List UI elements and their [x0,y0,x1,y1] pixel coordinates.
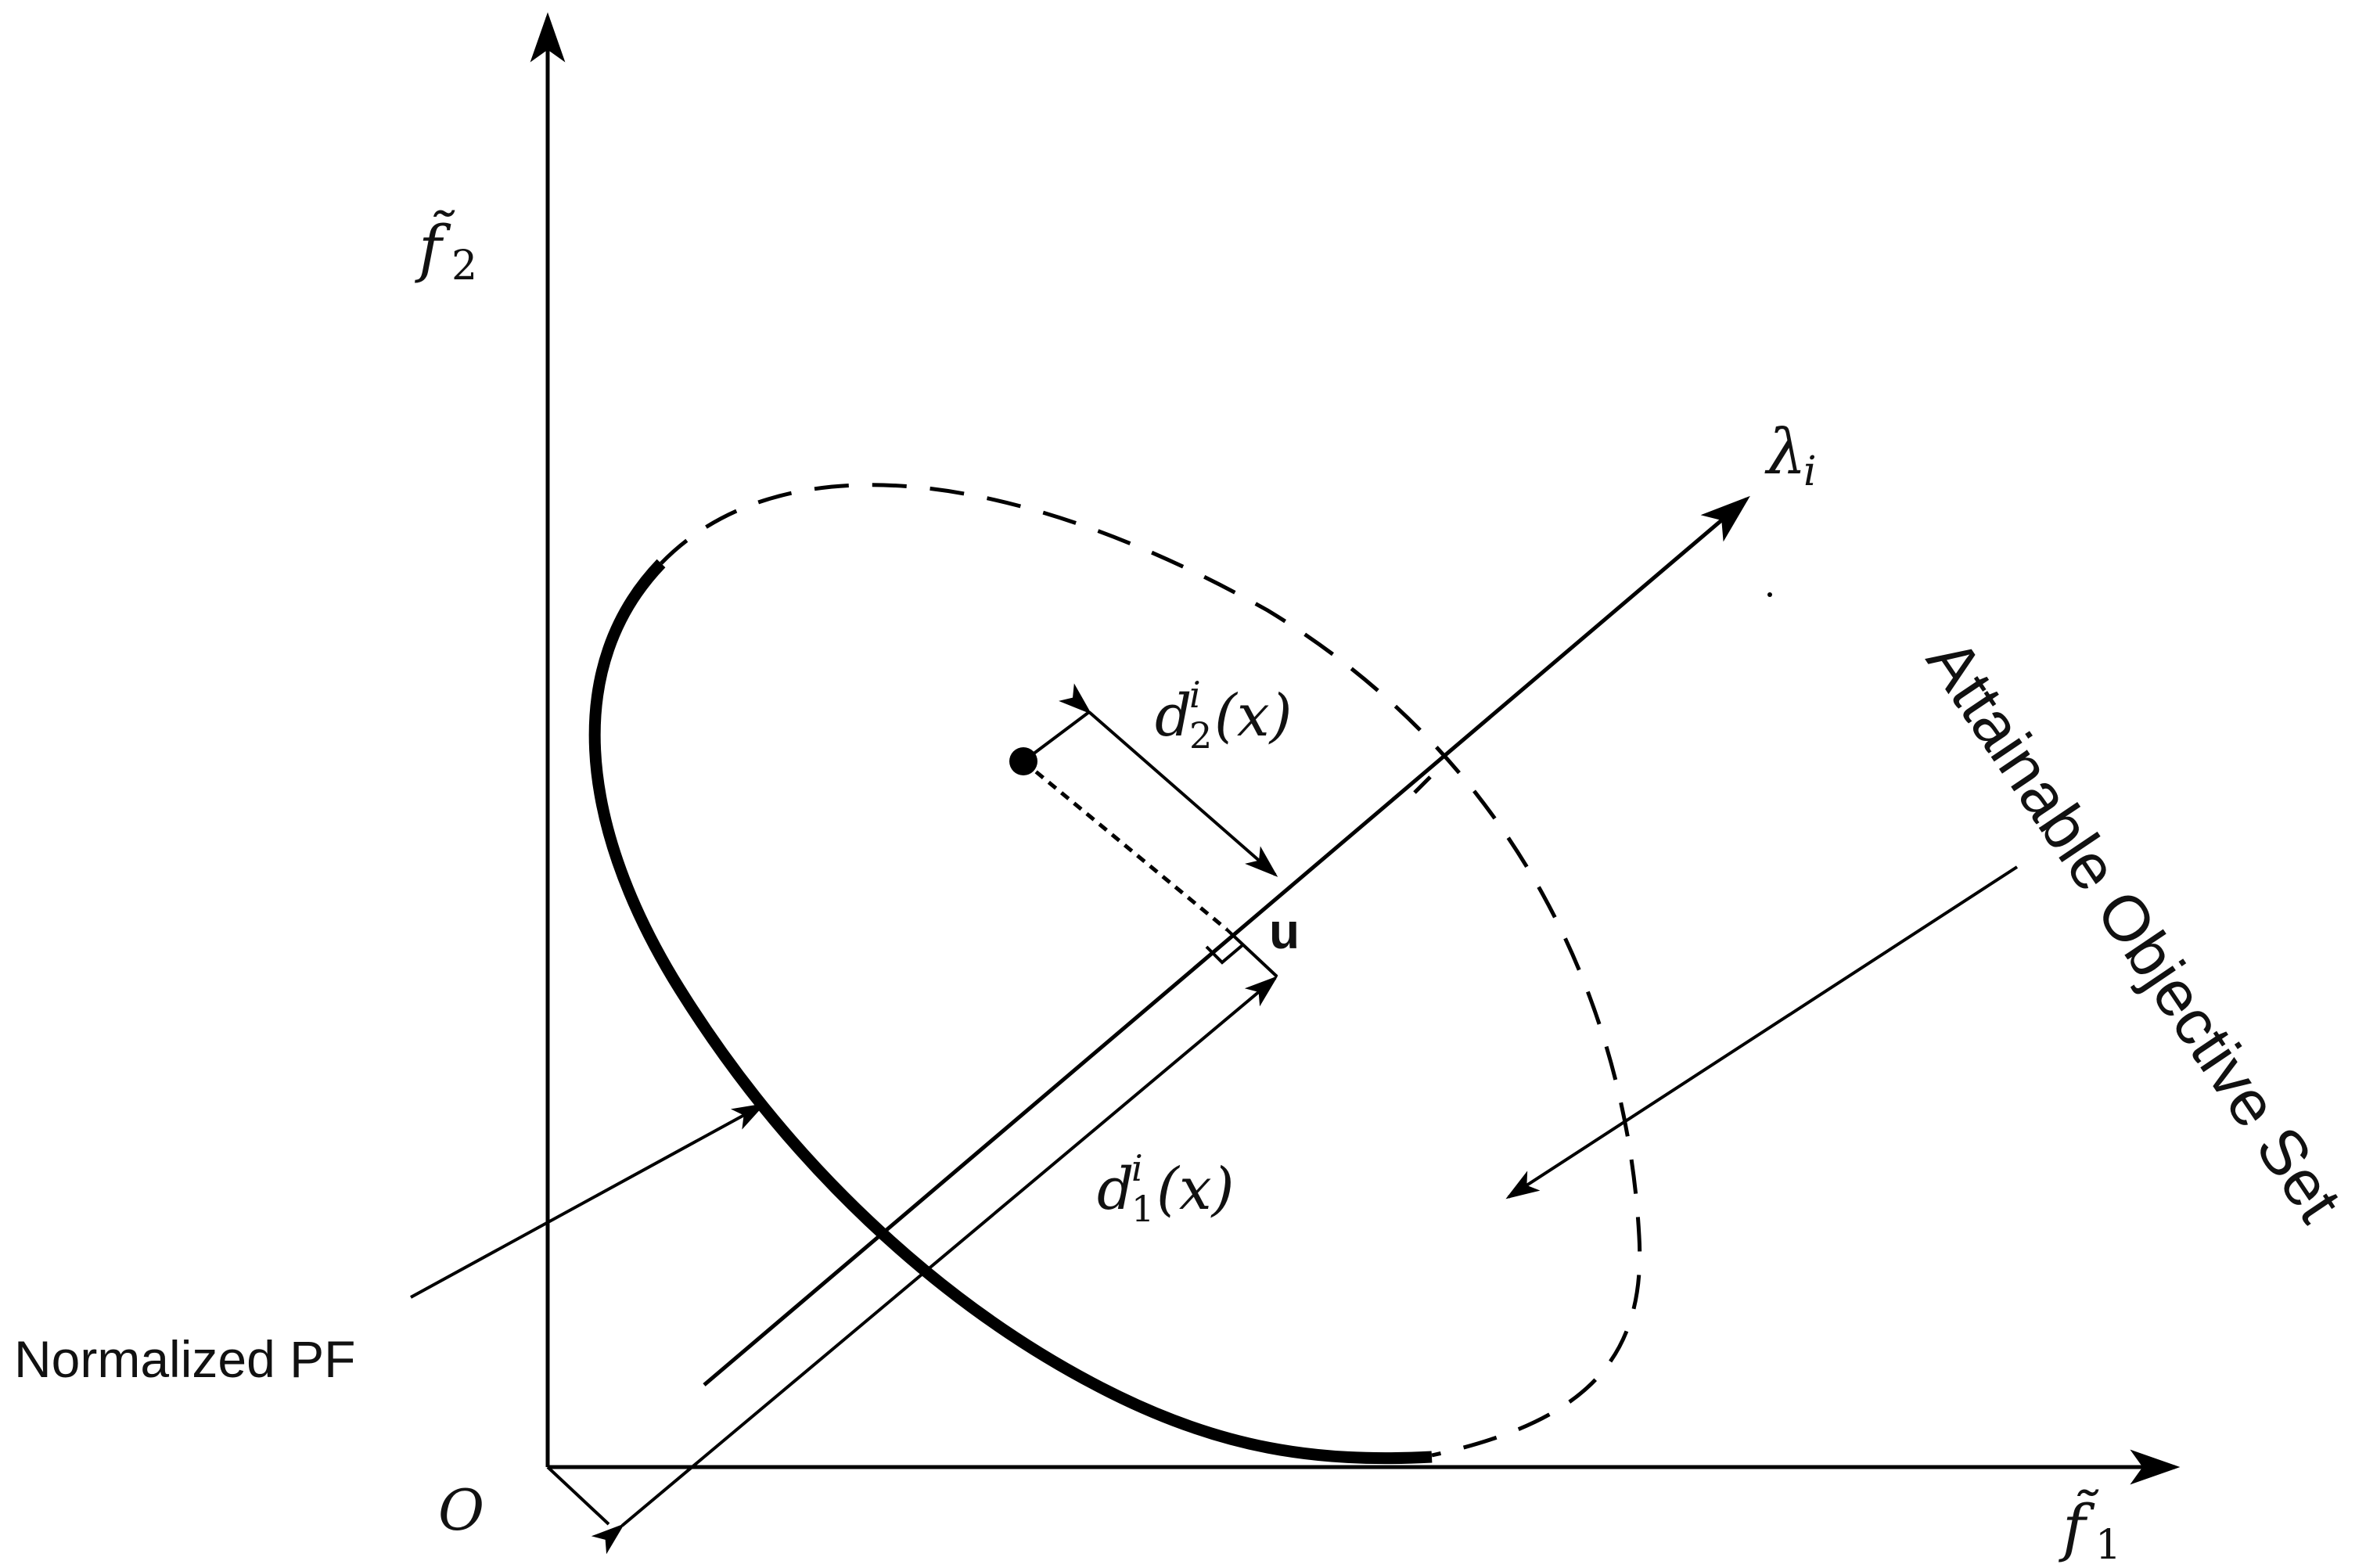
perpendicular-dotted [1022,760,1228,931]
svg-text:f̃: f̃ [2059,1489,2099,1564]
origin-label: O [438,1477,484,1543]
attainable-set-boundary-dashed [660,483,1642,1458]
svg-text:(x): (x) [1214,682,1292,750]
svg-text:f̃: f̃ [415,210,455,285]
attainable-label: Attainable Objective Set [1913,627,2355,1235]
d1-label: d i 1 (x) [1097,1147,1234,1230]
weight-vector-label: λ i [1764,415,1817,495]
pf-label: Normalized PF [14,1330,355,1388]
svg-text:i: i [1189,674,1201,716]
svg-text:2: 2 [451,243,477,290]
boundary-intersection-tick [1413,775,1432,794]
svg-text:i: i [1131,1147,1143,1189]
pf-pointer-arrow [410,1102,766,1299]
right-angle-marker [1205,944,1244,965]
svg-text:2: 2 [1189,714,1212,757]
svg-text:(x): (x) [1156,1156,1234,1223]
y-axis-label: f̃ 2 [415,210,477,290]
svg-text:λ: λ [1764,415,1807,488]
x-axis-label: f̃ 1 [2059,1489,2121,1568]
d2-double-arrow [1059,683,1278,877]
projection-label: u [1269,903,1300,959]
weight-vector-lambda [703,495,1750,1386]
svg-text:1: 1 [2095,1522,2121,1568]
svg-text:1: 1 [1131,1188,1154,1230]
svg-text:i: i [1803,448,1817,495]
d2-label: d i 2 (x) [1155,674,1292,757]
stray-dot [1767,592,1772,597]
attainable-pointer-arrow [1505,865,2019,1199]
d1-double-arrow [591,976,1278,1555]
d2-offset-connector [1022,710,1091,763]
svg-text:d: d [1155,682,1192,750]
svg-text:d: d [1097,1156,1134,1223]
d1-origin-connector [546,1466,610,1526]
normalized-pf-curve [588,559,1433,1465]
d1-u-connector [1225,928,1278,978]
